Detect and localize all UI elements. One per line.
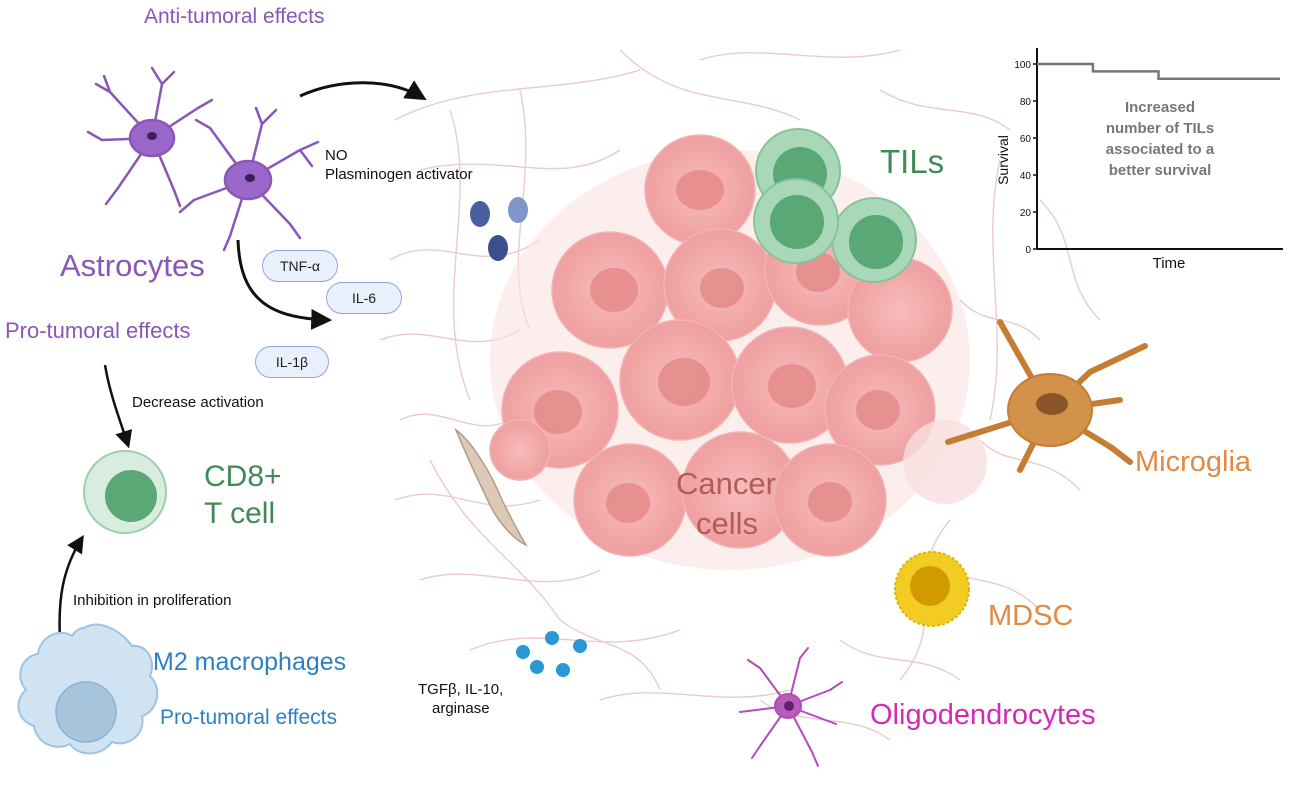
tumor-mass [489,134,987,570]
plasminogen-label: Plasminogen activator [325,166,473,183]
arrow-decrease-activation [103,364,133,449]
mdsc-cell [894,551,970,627]
cd8-label-line-1: CD8+ [204,460,282,493]
no-vesicles [470,197,528,261]
arrow-anti-tumoral [299,80,427,101]
inset-y-tick-label: 100 [1014,60,1031,71]
microglia-cell [945,319,1148,473]
fibroblast-cell [454,427,528,547]
astrocytes-label: Astrocytes [60,248,205,283]
inset-y-label: Survival [995,135,1011,185]
inset-y-tick-label: 80 [1020,97,1032,108]
m2-pro-tumoral-label: Pro-tumoral effects [160,706,338,729]
astrocyte-cell-1 [86,66,214,208]
tils-cells [753,128,917,283]
survival-inset-chart: 0 20 40 60 80 100 Survival Time Increased num… [995,48,1283,272]
inset-annotation-line-4: better survival [1109,162,1212,179]
astrocyte-cell-2 [178,106,320,252]
m2-macrophages-label: M2 macrophages [153,648,347,676]
survival-curve [1037,62,1280,81]
cytokine-il-1b: IL-1β [255,346,329,378]
pro-tumoral-label: Pro-tumoral effects [5,318,191,343]
tgf-label-line-1: TGFβ, IL-10, [418,681,504,698]
cd8-label-line-2: T cell [204,497,276,530]
inset-y-tick-label: 40 [1020,171,1032,182]
cytokine-tnf-alpha: TNF-α [262,250,338,282]
cytokine-il-6: IL-6 [326,282,402,314]
anti-tumoral-label: Anti-tumoral effects [144,5,325,28]
no-label: NO [325,147,348,164]
inset-annotation-line-1: Increased [1125,99,1195,116]
inset-y-tick-label: 60 [1020,134,1032,145]
inset-annotation-line-3: associated to a [1106,141,1215,158]
mdsc-label: MDSC [988,600,1074,632]
inhibition-label: Inhibition in proliferation [73,592,232,609]
oligodendrocytes-label: Oligodendrocytes [870,699,1096,731]
decrease-activation-label: Decrease activation [132,394,264,411]
tgf-dots [516,631,587,677]
tils-label: TILs [880,143,945,180]
inset-y-tick-label: 0 [1025,245,1031,256]
cd8-t-cell [83,450,167,534]
cancer-label-line-1: Cancer [676,466,776,501]
inset-y-tick-label: 20 [1020,208,1032,219]
arrow-inhibition [58,535,84,641]
cancer-label-line-2: cells [696,506,759,541]
oligodendrocyte-cell [739,647,843,767]
inset-x-label: Time [1153,255,1186,272]
m2-macrophage [17,623,159,755]
tgf-label-line-2: arginase [432,700,490,717]
arrow-cytokines [236,239,333,330]
microglia-label: Microglia [1135,446,1252,478]
inset-annotation-line-2: number of TILs [1106,120,1214,137]
